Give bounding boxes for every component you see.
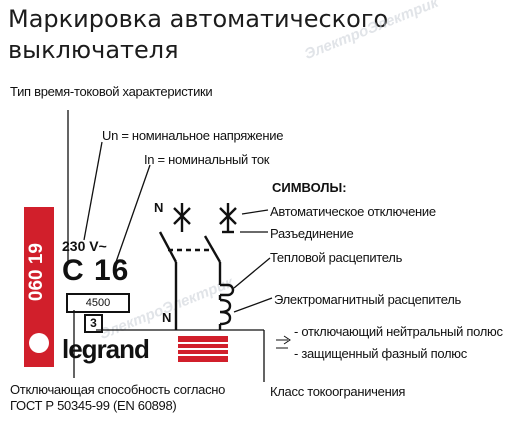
rated-voltage: 230 V~ [62, 238, 107, 254]
label-neutral-pole: - отключающий нейтральный полюс [294, 324, 503, 339]
breaking-capacity-box: 4500 [66, 293, 130, 313]
limiting-class-box: 3 [84, 314, 103, 333]
label-in: In = номинальный ток [144, 152, 270, 167]
label-phase-pole: - защищенный фазный полюс [294, 346, 467, 361]
label-type-characteristic: Тип время-токовой характеристики [10, 84, 213, 99]
label-magnetic: Электромагнитный расцепитель [274, 292, 462, 307]
label-limiting-class: Класс токоограничения [270, 384, 406, 399]
symbols-heading: СИМВОЛЫ: [272, 180, 347, 195]
pole-n-label: N [154, 200, 164, 215]
pole-n-label: N [162, 310, 172, 325]
page-title: Маркировка автоматического выключателя [8, 5, 389, 64]
logo-bar [178, 336, 228, 362]
label-thermal: Тепловой расцепитель [270, 250, 403, 265]
label-un: Un = номинальное напряжение [102, 128, 284, 143]
label-breaking-capacity: Отключающая способность согласно ГОСТ Р … [10, 382, 226, 413]
device-code-strip: 060 19 [24, 207, 54, 367]
strip-dot [29, 333, 49, 353]
brand-logo: legrand [62, 334, 150, 364]
label-auto-trip: Автоматическое отключение [270, 204, 436, 219]
label-isolation: Разъединение [270, 226, 354, 241]
device-code: 060 19 [26, 243, 47, 302]
curve-rating: C 16 [62, 254, 130, 287]
